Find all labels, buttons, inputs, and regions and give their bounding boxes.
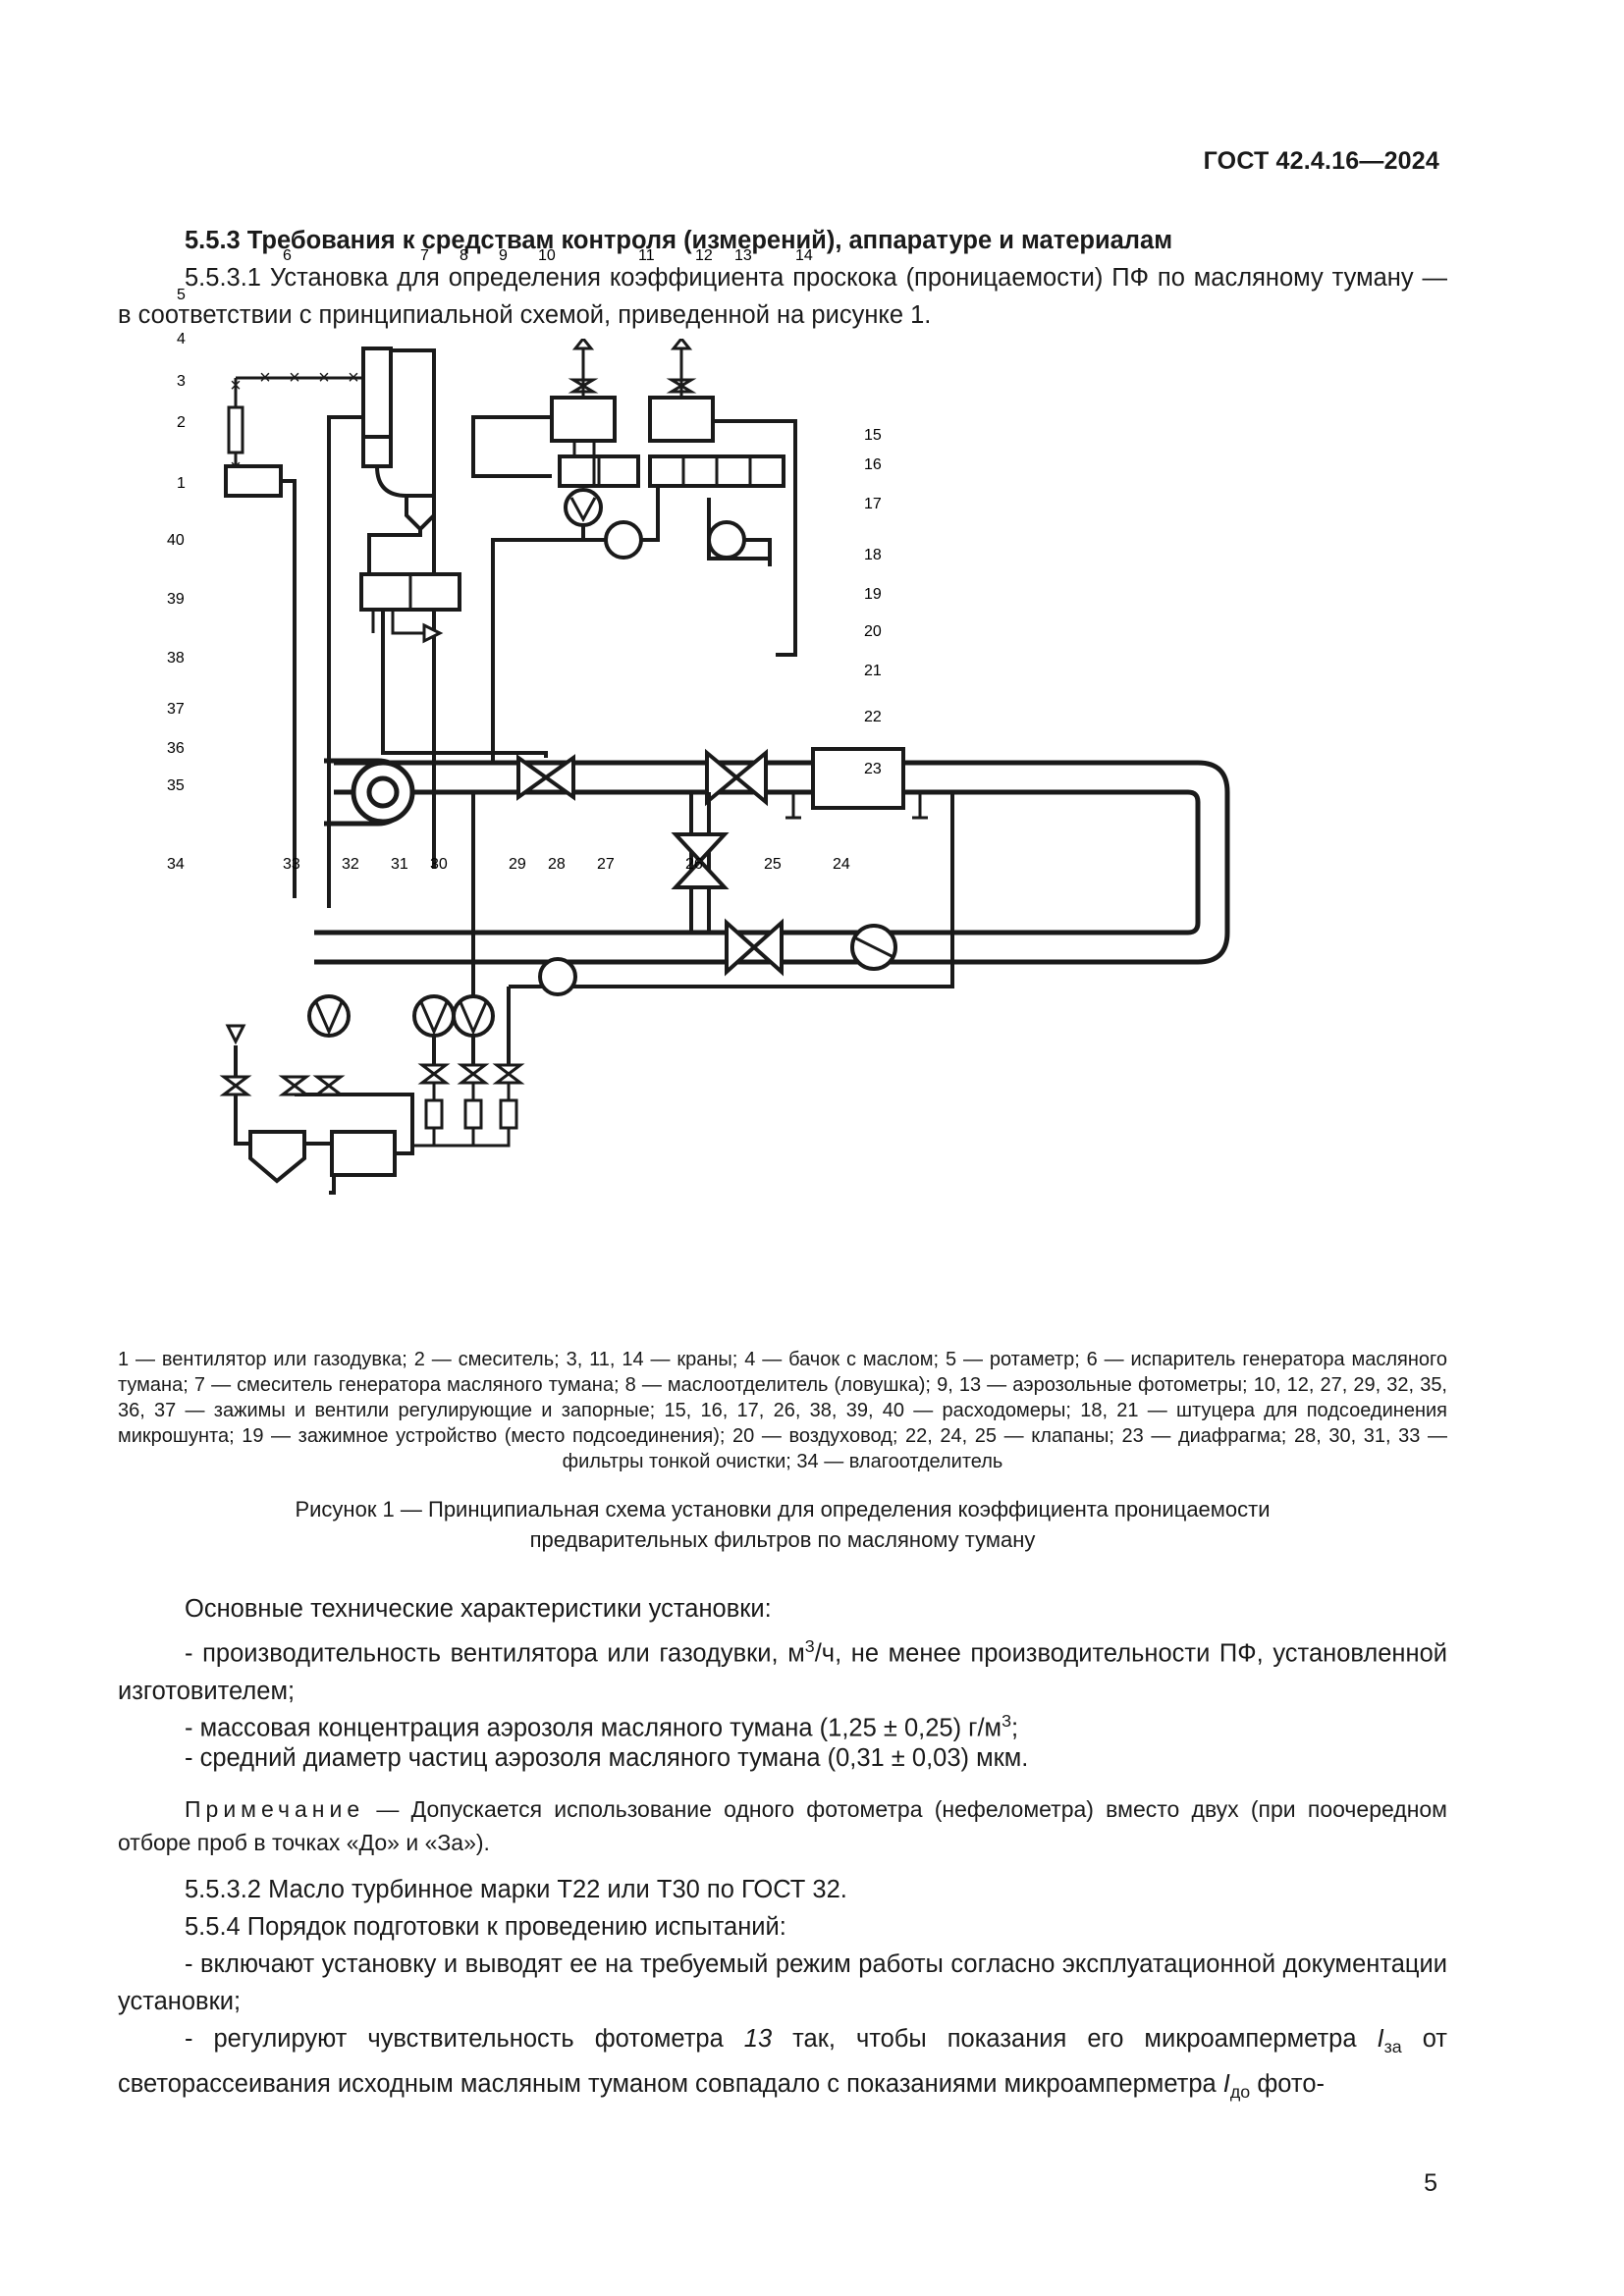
- section-heading-5-5-4: 5.5.4 Порядок подготовки к проведению ис…: [185, 1913, 786, 1941]
- note-heading: Примечание: [185, 1796, 365, 1822]
- figure-callout-18: 18: [864, 547, 882, 563]
- figure-callout-8: 8: [460, 247, 468, 264]
- figure-callout-39: 39: [167, 591, 185, 608]
- svg-text:×: ×: [318, 367, 330, 389]
- figure-callout-21: 21: [864, 663, 882, 679]
- figure-callout-36: 36: [167, 740, 185, 757]
- characteristics-intro: Основные технические характеристики уста…: [185, 1595, 772, 1623]
- characteristics-item-3: - средний диаметр частиц аэрозоля маслян…: [185, 1744, 1029, 1772]
- figure-callout-2: 2: [177, 414, 186, 431]
- paragraph-5-5-3-1: 5.5.3.1 Установка для определения коэффи…: [118, 264, 1447, 329]
- figure-callout-1: 1: [177, 475, 186, 492]
- figure-callout-28: 28: [548, 856, 566, 873]
- figure-callout-5: 5: [177, 287, 186, 303]
- figure-caption-line-1: Рисунок 1 — Принципиальная схема установ…: [295, 1497, 1271, 1522]
- characteristics-item-2: - массовая концентрация аэрозоля масляно…: [185, 1711, 1019, 1742]
- page-number: 5: [1424, 2169, 1437, 2197]
- figure-callout-4: 4: [177, 331, 186, 347]
- characteristics-item-1: - производительность вентилятора или газ…: [118, 1636, 1447, 1705]
- figure-callout-9: 9: [499, 247, 508, 264]
- figure-callout-26: 26: [685, 856, 703, 873]
- svg-text:×: ×: [259, 367, 271, 389]
- figure-callout-7: 7: [420, 247, 429, 264]
- figure-caption-line-2: предварительных фильтров по масляному ту…: [529, 1527, 1036, 1552]
- figure-legend: 1 — вентилятор или газодувка; 2 — смесит…: [118, 1349, 1447, 1472]
- figure-callout-40: 40: [167, 532, 185, 549]
- figure-callout-12: 12: [695, 247, 713, 264]
- figure-callout-32: 32: [342, 856, 359, 873]
- figure-callout-37: 37: [167, 701, 185, 718]
- figure-callout-24: 24: [833, 856, 850, 873]
- figure-callout-23: 23: [864, 761, 882, 777]
- figure-1-drawing: × × × × × ×: [206, 336, 1365, 1330]
- standard-number: ГОСТ 42.4.16—2024: [1203, 147, 1439, 175]
- figure-callout-34: 34: [167, 856, 185, 873]
- figure-callout-15: 15: [864, 427, 882, 444]
- figure-callout-33: 33: [283, 856, 300, 873]
- figure-callout-3: 3: [177, 373, 186, 390]
- paragraph-5-5-3-2: 5.5.3.2 Масло турбинное марки Т22 или Т3…: [185, 1876, 847, 1903]
- figure-callout-10: 10: [538, 247, 556, 264]
- figure-callout-22: 22: [864, 709, 882, 725]
- figure-callout-38: 38: [167, 650, 185, 667]
- figure-callout-35: 35: [167, 777, 185, 794]
- figure-callout-11: 11: [638, 247, 655, 264]
- figure-callout-19: 19: [864, 586, 882, 603]
- figure-callout-16: 16: [864, 456, 882, 473]
- note-text: — Допускается использование одного фотом…: [118, 1796, 1447, 1855]
- figure-callout-6: 6: [283, 247, 292, 264]
- figure-callout-17: 17: [864, 496, 882, 512]
- figure-callout-30: 30: [430, 856, 448, 873]
- section-heading-5-5-3: 5.5.3 Требования к средствам контроля (и…: [185, 227, 1173, 254]
- figure-callout-31: 31: [391, 856, 408, 873]
- figure-callout-13: 13: [734, 247, 752, 264]
- note-block: Примечание — Допускается использование о…: [118, 1792, 1447, 1859]
- figure-callout-14: 14: [795, 247, 813, 264]
- figure-callout-25: 25: [764, 856, 782, 873]
- svg-text:×: ×: [289, 367, 300, 389]
- preparation-item-2: - регулируют чувствительность фотометра …: [118, 2025, 1447, 2103]
- figure-caption: Рисунок 1 — Принципиальная схема установ…: [118, 1494, 1447, 1555]
- figure-callout-20: 20: [864, 623, 882, 640]
- preparation-item-1: - включают установку и выводят ее на тре…: [118, 1950, 1447, 2015]
- figure-callout-27: 27: [597, 856, 615, 873]
- figure-callout-29: 29: [509, 856, 526, 873]
